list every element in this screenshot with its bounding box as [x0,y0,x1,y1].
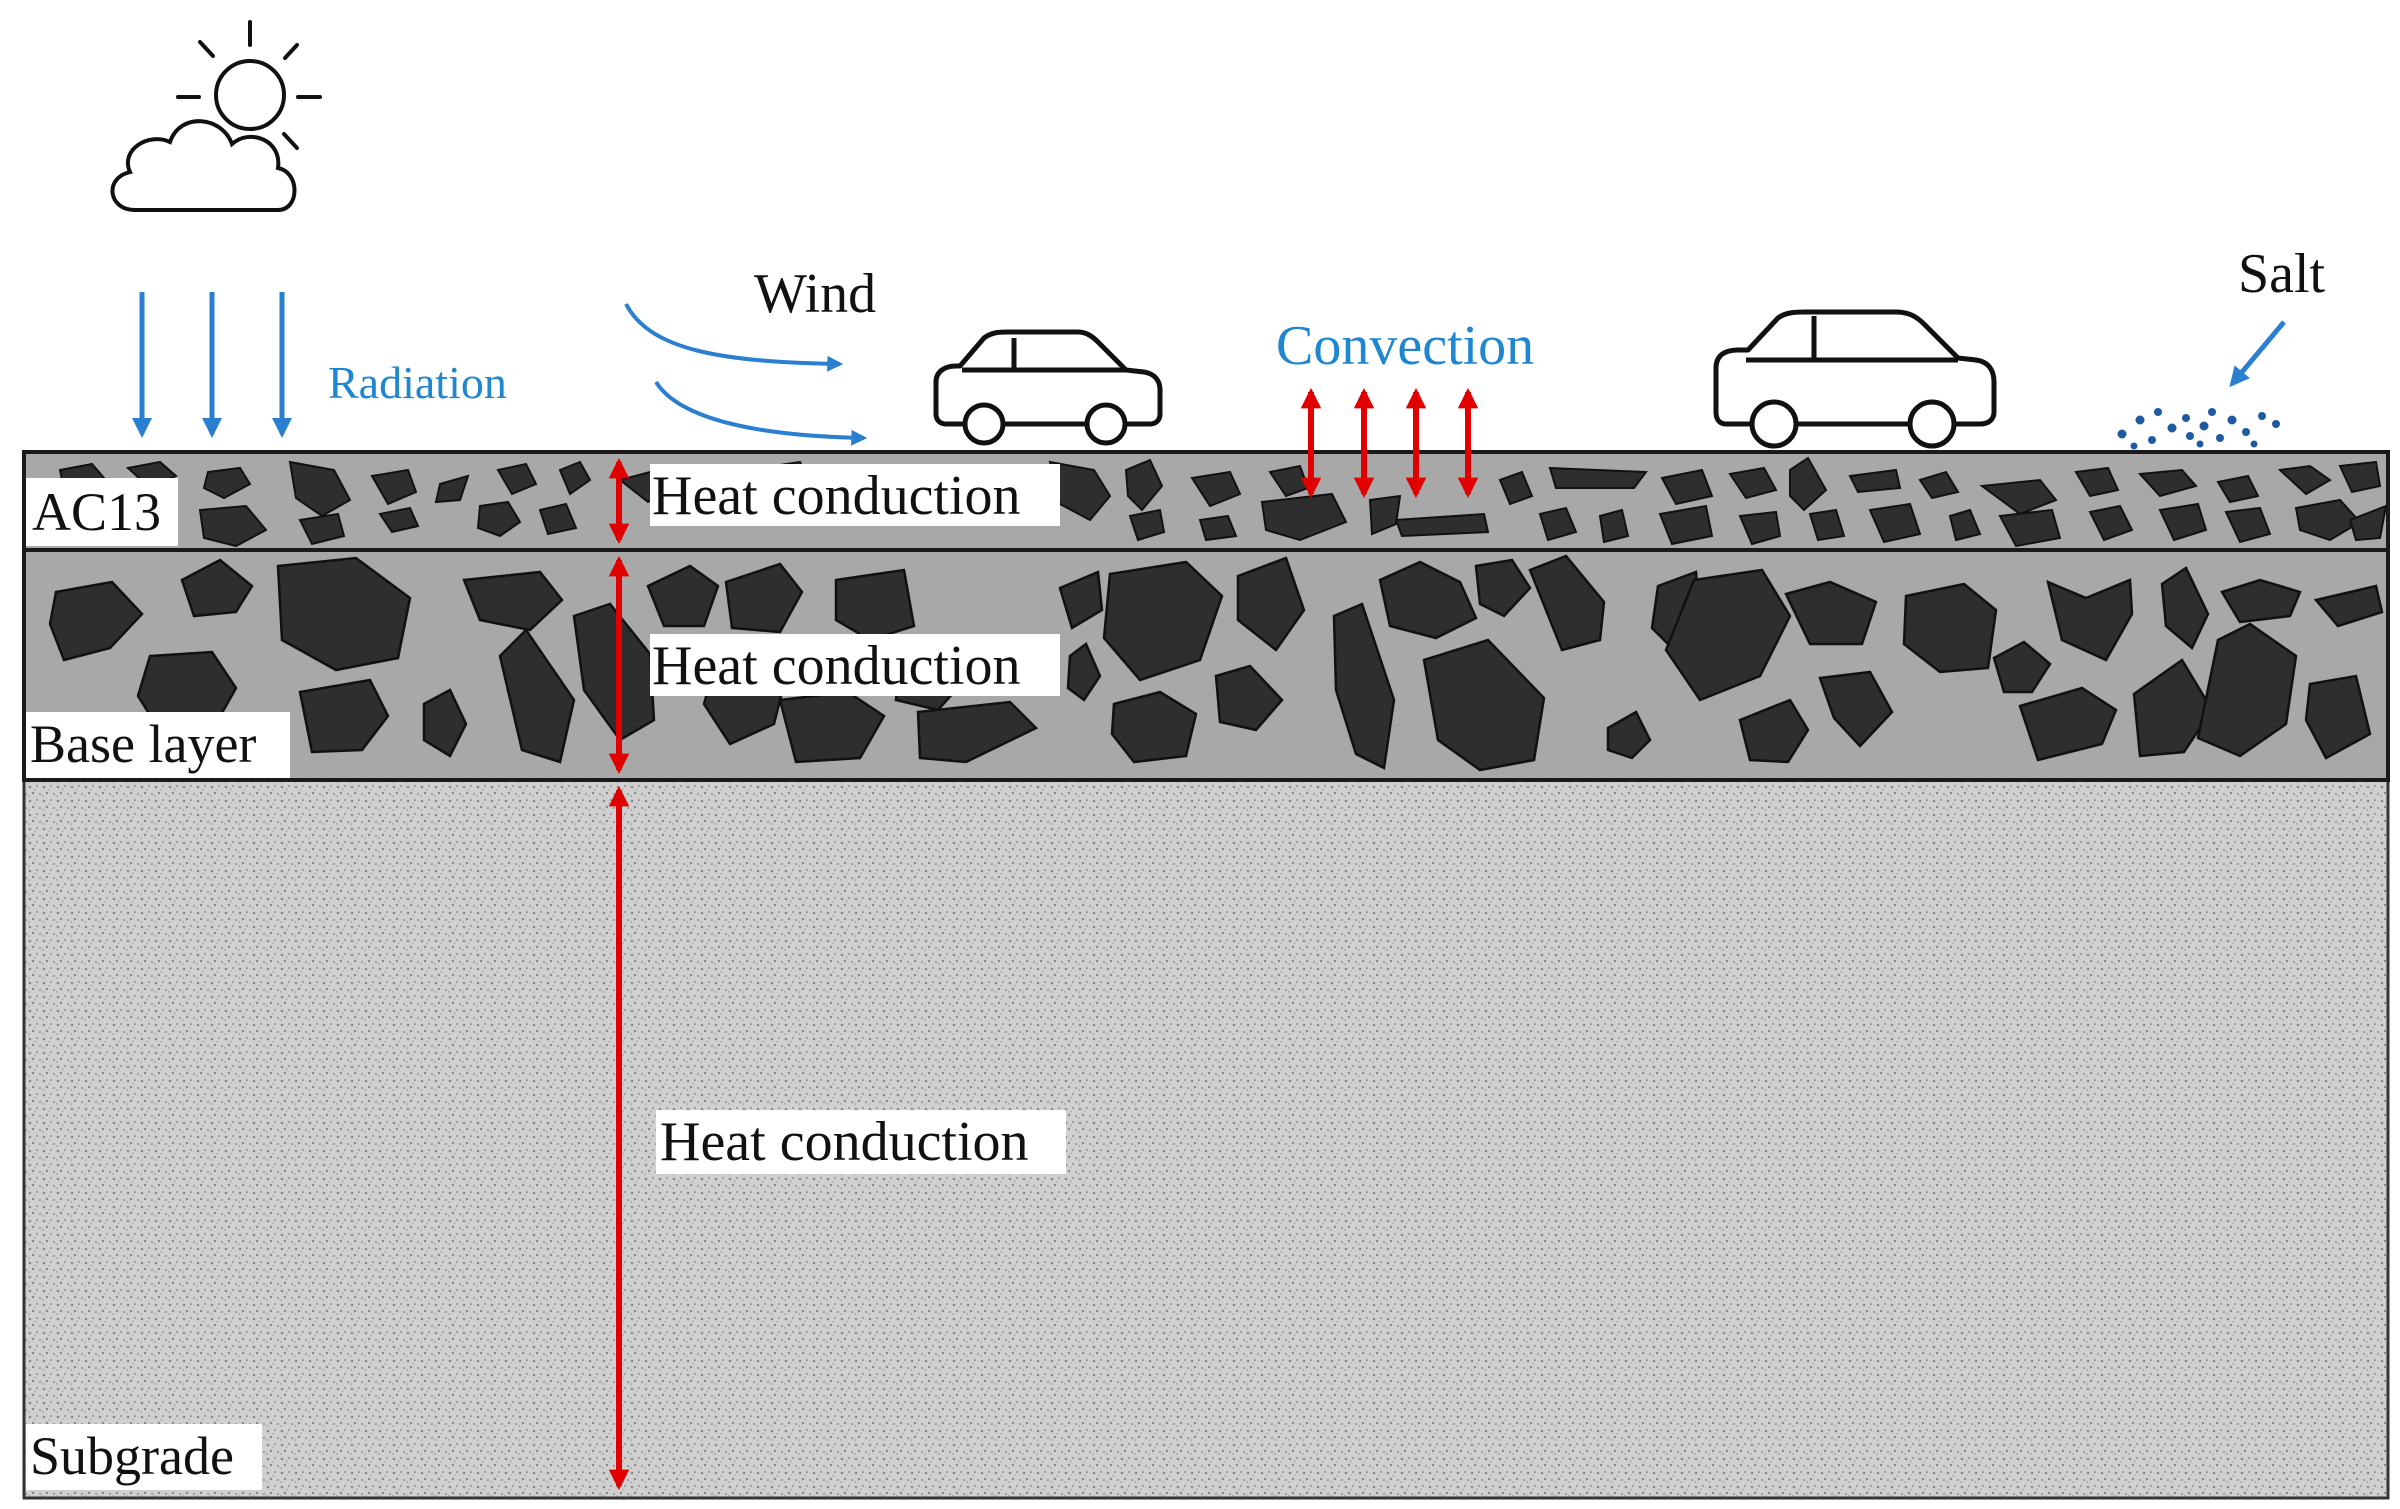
radiation-label: Radiation [328,357,507,408]
salt-arrow [2229,320,2286,388]
wind-label: Wind [754,263,876,325]
ac13-label-box: AC13 [26,478,178,546]
sun-behind-cloud-icon [110,20,322,212]
wind-arrows [624,303,868,446]
convection-arrows [1300,387,1479,499]
heat-conduction-base-box: Heat conduction [650,634,1060,697]
heat-conduction-subgrade-box: Heat conduction [656,1110,1066,1174]
base-layer-label: Base layer [30,714,256,774]
salt-label: Salt [2238,243,2326,305]
car-icon [933,329,1163,446]
subgrade-layer [22,778,2390,1500]
heat-conduction-ac13-box: Heat conduction [650,464,1060,527]
heat-conduction-subgrade-label: Heat conduction [660,1111,1029,1173]
heat-conduction-base-label: Heat conduction [652,635,1021,697]
ac13-label: AC13 [32,482,161,542]
subgrade-label: Subgrade [30,1426,234,1486]
car-icon [1713,309,1997,449]
salt-particles-icon [2117,408,2280,450]
base-layer-aggregates [48,554,2384,772]
subgrade-label-box: Subgrade [26,1424,262,1490]
convection-label: Convection [1276,315,1534,377]
base-layer-label-box: Base layer [26,712,290,778]
radiation-arrows [132,292,292,438]
heat-conduction-ac13-label: Heat conduction [652,465,1021,527]
